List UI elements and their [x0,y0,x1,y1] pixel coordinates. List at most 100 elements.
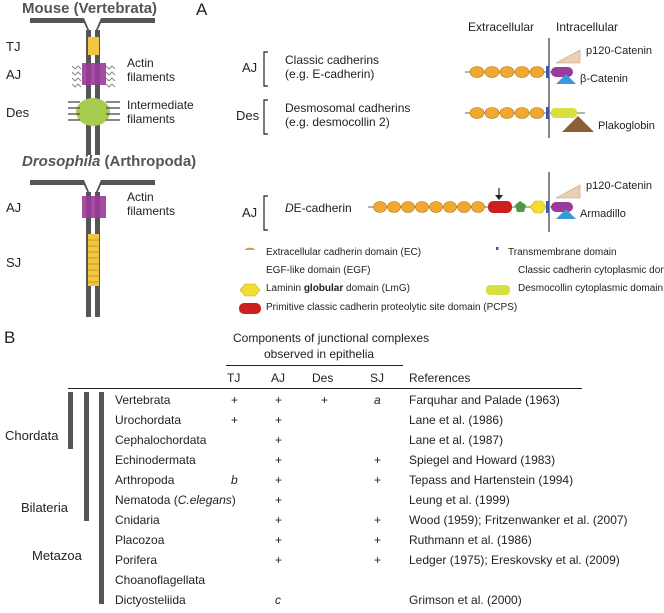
aj-cell: + [275,453,283,467]
beta-catenin-label: β-Catenin [580,73,628,85]
row2-line2: (e.g. desmocollin 2) [285,115,390,129]
reference-cell: Lane et al. (1987) [409,433,504,447]
mouse-actin-filaments [71,65,116,88]
taxon-cell: Cephalochordata [115,433,207,447]
p120-catenin-label-2: p120-Catenin [586,180,653,192]
aj-cell: + [275,493,283,507]
group-label-chordata: Chordata [4,428,60,443]
egf-domain [515,201,526,212]
aj-cell: + [275,393,283,407]
mouse-des-plaque [76,98,110,126]
legend-egf-text: EGF-like domain (EGF) [266,265,371,276]
table-row: Cephalochordata + Lane et al. (1987) [0,433,664,453]
bilateria-bar [84,392,89,521]
taxon-cell: Arthropoda [115,473,175,487]
sj-cell: a [374,393,381,407]
table-row: Urochordata++Lane et al. (1986) [0,413,664,433]
aj-cell: c [275,593,281,607]
col-header-references: References [409,371,471,385]
reference-cell: Leung et al. (1999) [409,493,510,507]
taxon-cell: Nematoda (C.elegans) [115,493,236,507]
row1-line2: (e.g. E-cadherin) [285,67,375,81]
drosophila-title: Drosophila (Arthropoda) [22,153,196,170]
row3-abbr: AJ [242,205,258,220]
aj-cell: + [275,513,283,527]
cadherin-domain-diagram [244,38,594,250]
mouse-membrane-top-left [30,18,84,23]
drosophila-actin-label-2: filaments [127,204,176,218]
reference-cell: Ruthmann et al. (1986) [409,533,532,547]
pcps-domain [488,201,512,213]
drosophila-sj-septa [88,239,99,283]
legend-lmg-pre: Laminin [266,283,304,294]
sj-cell: + [374,513,382,527]
reference-cell: Tepass and Hartenstein (1994) [409,473,574,487]
table-header-rule [226,365,403,366]
legend-desmo-cyto-icon [486,285,510,295]
sj-cell: + [374,453,382,467]
col-header-aj: AJ [271,371,286,385]
legend-lmg-bold: globular [303,283,344,294]
drosophila-aj-block [82,196,106,218]
mouse-if-label-2: filaments [127,112,176,126]
armadillo-label: Armadillo [580,208,626,220]
row2-line1: Desmosomal cadherins [285,101,411,115]
legend-tm-icon [496,247,499,250]
legend-pcps-icon [239,303,261,314]
plakoglobin-label: Plakoglobin [598,120,655,132]
taxon-cell: Vertebrata [115,393,171,407]
col-intracellular: Intracellular [556,20,619,34]
table-row: Choanoflagellata [0,573,664,593]
row2-abbr: Des [236,108,260,123]
table-row: Nematoda (C.elegans) + Leung et al. (1999) [0,493,664,513]
taxon-pre: Nematoda ( [115,493,178,507]
sj-cell: + [374,473,382,487]
mouse-tj-block [88,37,99,55]
taxon-cell: Choanoflagellata [115,573,206,587]
plakoglobin-shape [562,116,594,132]
mouse-title: Mouse (Vertebrata) [22,0,158,17]
p120-catenin-shape-2 [555,184,581,199]
taxon-italic: C.elegans [177,493,232,507]
table-row: Echinodermata++Spiegel and Howard (1983) [0,453,664,473]
reference-cell: Farquhar and Palade (1963) [409,393,560,407]
aj-cell: + [275,473,283,487]
col-header-tj: TJ [227,371,241,385]
desmocollin-cyto-domain [551,108,577,118]
table-row: Placozoa++Ruthmann et al. (1986) [0,533,664,553]
sj-cell: + [374,553,382,567]
drosophila-label-sj: SJ [6,255,22,270]
lmg-domain [529,200,547,214]
legend-desmo-cyto-text: Desmocollin cytoplasmic domain [518,283,664,294]
col-header-sj: SJ [370,371,385,385]
p120-catenin-label: p120-Catenin [586,45,653,57]
de-cadherin-ec-domains [373,201,485,213]
panel-b-label: B [4,328,16,347]
legend-lmg-text: Laminin globular domain (LmG) [266,283,410,294]
table-row: Porifera++Ledger (1975); Ereskovsky et a… [0,553,664,573]
row3-title-italic: D [285,201,294,215]
beta-catenin-shape [556,74,576,84]
row3-title: DE-cadherin [285,201,352,215]
drosophila-junction-diagram [30,180,155,317]
mouse-aj-block [82,63,106,85]
table-header-line1: Components of junctional complexes [233,331,430,345]
group-label-metazoa: Metazoa [31,548,83,563]
mouse-label-des: Des [6,105,30,120]
tj-cell: + [231,413,239,427]
legend-lmg-post: domain (LmG) [343,283,410,294]
row1-line1: Classic cadherins [285,53,380,67]
tj-cell: b [231,473,238,487]
mouse-junction-diagram [30,18,155,155]
taxon-cell: Placozoa [115,533,165,547]
row1-abbr: AJ [242,60,258,75]
drosophila-label-aj: AJ [6,200,22,215]
aj-cell: + [275,433,283,447]
taxon-post: ) [231,493,236,507]
drosophila-title-rest: (Arthropoda) [100,153,197,170]
taxon-cell: Dictyosteliida [115,593,186,607]
table-row: Cnidaria++Wood (1959); Fritzenwanker et … [0,513,664,533]
legend-tm-text: Transmembrane domain [508,247,617,258]
